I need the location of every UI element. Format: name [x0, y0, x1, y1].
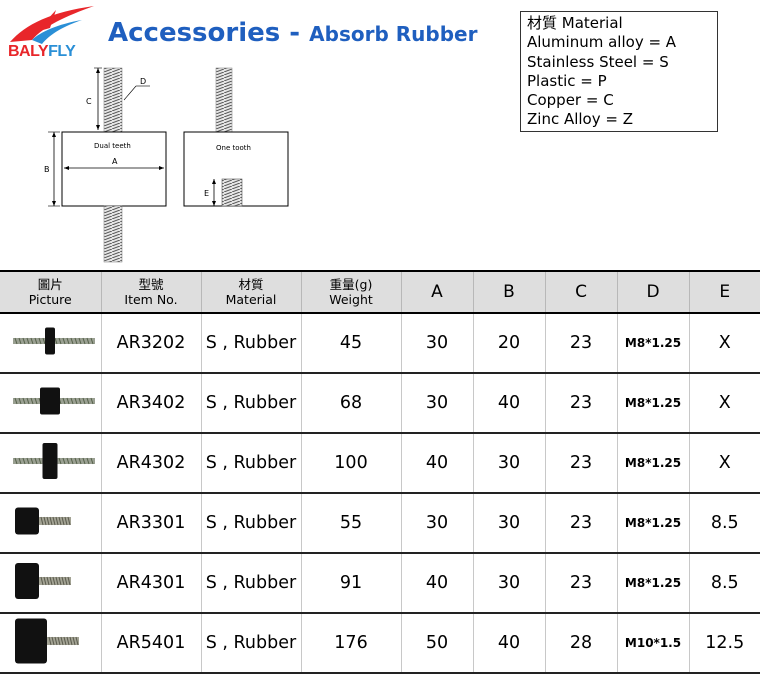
dim-c-cell: 28	[544, 613, 617, 674]
material-legend: 材質 Material Aluminum alloy = A Stainless…	[520, 11, 718, 132]
product-picture	[0, 553, 101, 614]
dim-a-cell: 30	[400, 493, 473, 554]
product-picture	[0, 313, 101, 374]
material-cell: S , Rubber	[200, 373, 301, 434]
dimension-diagram: A Dual teeth B C D One tooth E	[44, 67, 289, 263]
dim-e-cell: 12.5	[688, 613, 760, 674]
dim-b-cell: 30	[472, 553, 545, 614]
legend-line: 材質 Material	[527, 14, 623, 32]
dual-teeth-label: Dual teeth	[94, 142, 131, 150]
legend-line: Zinc Alloy = Z	[527, 110, 633, 129]
title-dash: -	[280, 18, 310, 48]
rubber-mount-icon	[13, 442, 96, 479]
material-cell: S , Rubber	[200, 553, 301, 614]
weight-cell: 45	[300, 313, 401, 374]
dim-c-cell: 23	[544, 373, 617, 434]
table-row: AR3301 S , Rubber 55 30 30 23 M8*1.25 8.…	[0, 493, 760, 554]
col-header-b: B	[472, 270, 545, 314]
dim-e-cell: X	[688, 313, 760, 374]
dim-b-label: B	[44, 165, 50, 174]
dim-a-cell: 50	[400, 613, 473, 674]
dim-b-cell: 40	[472, 373, 545, 434]
dim-e-cell: 8.5	[688, 493, 760, 554]
item-number: AR5401	[100, 613, 201, 674]
item-number: AR3301	[100, 493, 201, 554]
item-number: AR4302	[100, 433, 201, 494]
weight-cell: 55	[300, 493, 401, 554]
product-picture	[0, 613, 101, 674]
dim-b-cell: 20	[472, 313, 545, 374]
dim-d-cell: M10*1.5	[616, 613, 689, 674]
dim-d-cell: M8*1.25	[616, 313, 689, 374]
title-sub: Absorb Rubber	[309, 22, 478, 46]
item-number: AR3202	[100, 313, 201, 374]
dim-c-cell: 23	[544, 313, 617, 374]
rubber-mount-icon	[15, 507, 72, 534]
product-picture	[0, 373, 101, 434]
legend-line: Aluminum alloy = A	[527, 33, 677, 52]
dim-b-cell: 30	[472, 433, 545, 494]
material-cell: S , Rubber	[200, 313, 301, 374]
page-title: Accessories - Absorb Rubber	[108, 18, 477, 48]
legend-line: Plastic = P	[527, 71, 607, 90]
dim-a-label: A	[112, 157, 118, 166]
dim-d-label: D	[140, 77, 146, 86]
dim-c-cell: 23	[544, 493, 617, 554]
legend-line: Copper = C	[527, 91, 614, 110]
dim-c-label: C	[86, 97, 92, 106]
dim-d-cell: M8*1.25	[616, 493, 689, 554]
table-row: AR3402 S , Rubber 68 30 40 23 M8*1.25 X	[0, 373, 760, 434]
dim-a-cell: 30	[400, 373, 473, 434]
dim-a-cell: 40	[400, 553, 473, 614]
weight-cell: 91	[300, 553, 401, 614]
dim-c-cell: 23	[544, 433, 617, 494]
item-number: AR4301	[100, 553, 201, 614]
table-row: AR5401 S , Rubber 176 50 40 28 M10*1.5 1…	[0, 613, 760, 674]
dim-c-cell: 23	[544, 553, 617, 614]
col-header-a: A	[400, 270, 473, 314]
col-header-d: D	[616, 270, 689, 314]
dim-b-cell: 30	[472, 493, 545, 554]
dim-a-cell: 40	[400, 433, 473, 494]
weight-cell: 68	[300, 373, 401, 434]
swoosh-logo-icon	[10, 6, 94, 44]
brand-logo	[6, 4, 98, 64]
product-picture	[0, 433, 101, 494]
legend-line: Stainless Steel = S	[527, 52, 669, 71]
material-cell: S , Rubber	[200, 493, 301, 554]
col-header-c: C	[544, 270, 617, 314]
dim-a-cell: 30	[400, 313, 473, 374]
table-row: AR4302 S , Rubber 100 40 30 23 M8*1.25 X	[0, 433, 760, 494]
material-cell: S , Rubber	[200, 433, 301, 494]
dim-e-cell: 8.5	[688, 553, 760, 614]
dim-d-cell: M8*1.25	[616, 433, 689, 494]
dim-e-label: E	[204, 189, 209, 198]
dim-b-cell: 40	[472, 613, 545, 674]
rubber-mount-icon	[15, 562, 72, 599]
rubber-mount-icon	[13, 327, 96, 354]
weight-cell: 100	[300, 433, 401, 494]
rubber-mount-icon	[15, 618, 80, 663]
weight-cell: 176	[300, 613, 401, 674]
product-picture	[0, 493, 101, 554]
dim-d-cell: M8*1.25	[616, 553, 689, 614]
one-tooth-label: One tooth	[216, 144, 251, 152]
dim-e-cell: X	[688, 433, 760, 494]
dim-e-cell: X	[688, 373, 760, 434]
rubber-mount-icon	[13, 387, 96, 414]
material-cell: S , Rubber	[200, 613, 301, 674]
brand-name: BALYFLY	[8, 43, 76, 60]
table-row: AR4301 S , Rubber 91 40 30 23 M8*1.25 8.…	[0, 553, 760, 614]
dim-d-cell: M8*1.25	[616, 373, 689, 434]
item-number: AR3402	[100, 373, 201, 434]
col-header-weight: 重量(g)Weight	[300, 270, 401, 314]
title-main: Accessories	[108, 18, 281, 48]
table-row: AR3202 S , Rubber 45 30 20 23 M8*1.25 X	[0, 313, 760, 374]
col-header-e: E	[688, 270, 760, 314]
